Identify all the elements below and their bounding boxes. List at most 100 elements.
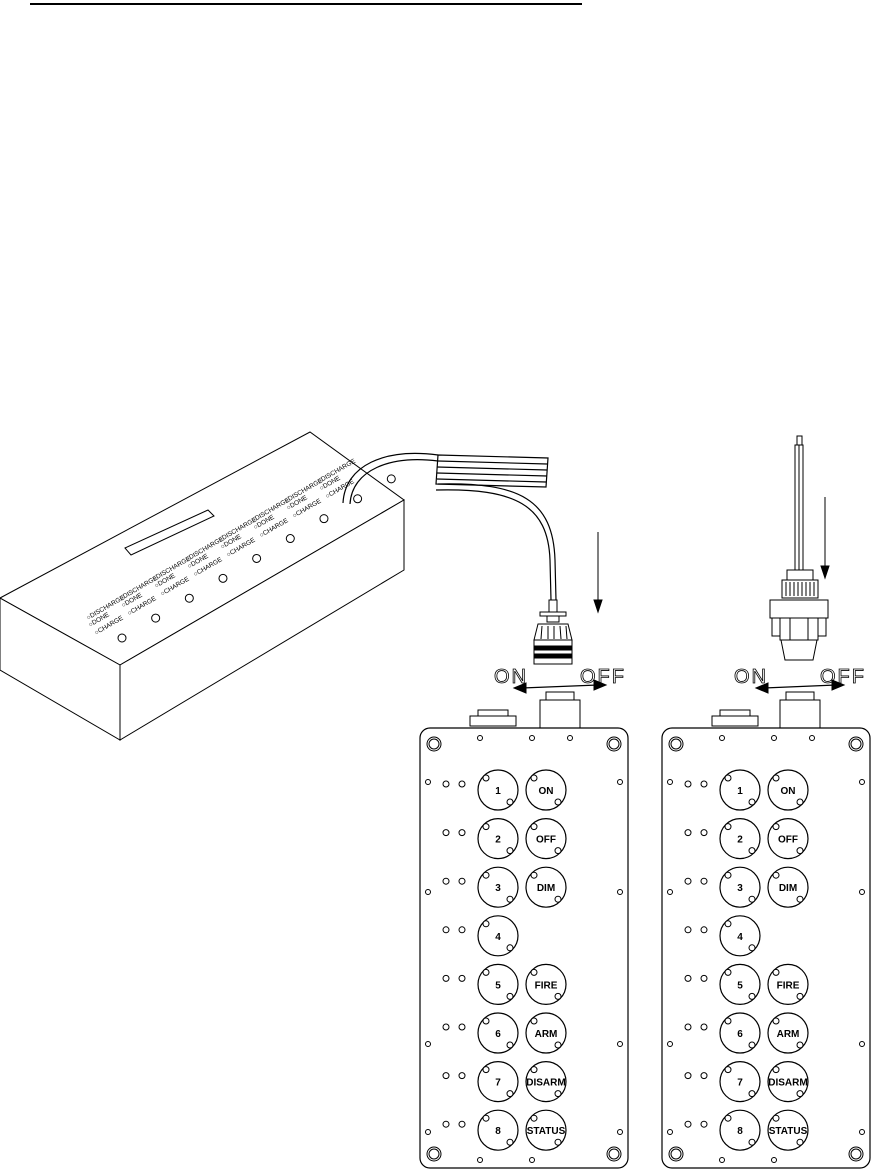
channel-button-1[interactable]: 1 (477, 769, 519, 811)
channel-button-label: 6 (737, 1029, 743, 1040)
button-screw (724, 1114, 732, 1122)
console-indicator-hole (386, 474, 396, 484)
button-screw (724, 968, 732, 976)
switch-arrow-left (512, 679, 608, 694)
channel-button-label: 5 (495, 980, 501, 991)
channel-button-label: 3 (737, 883, 743, 894)
function-button-off[interactable]: OFF (767, 817, 809, 860)
mount-hole (859, 1041, 865, 1047)
function-button-label: ON (539, 786, 554, 797)
channel-button-6[interactable]: 6 (719, 1012, 761, 1054)
channel-button-5[interactable]: 5 (477, 963, 519, 1006)
console-indicator-hole (285, 534, 295, 544)
console-indicators (117, 474, 396, 643)
function-button-label: DIM (779, 883, 797, 894)
function-button-dim[interactable]: DIM (767, 866, 809, 908)
button-screw (482, 871, 490, 879)
indicator-led (700, 829, 708, 837)
button-screw (724, 871, 732, 879)
console-indicator-hole (319, 514, 329, 524)
indicator-led (442, 926, 450, 934)
channel-button-3[interactable]: 3 (719, 866, 761, 908)
function-button-label: ON (781, 786, 796, 797)
corner-screw-inner (850, 1148, 862, 1160)
channel-button-2[interactable]: 2 (719, 817, 761, 860)
channel-button-6[interactable]: 6 (477, 1012, 519, 1054)
channel-button-label: 7 (495, 1078, 501, 1089)
corner-screw-inner (608, 738, 620, 750)
channel-button-4[interactable]: 4 (719, 915, 761, 957)
mount-hole (529, 1157, 535, 1163)
button-screw (554, 895, 562, 903)
function-button-label: FIRE (535, 980, 558, 991)
button-screw (724, 1017, 732, 1025)
indicator-led (700, 1072, 708, 1080)
function-button-status[interactable]: STATUS (525, 1109, 567, 1151)
mount-hole (667, 1041, 673, 1047)
channel-button-7[interactable]: 7 (477, 1060, 519, 1103)
function-button-on[interactable]: ON (767, 769, 809, 811)
indicator-led (442, 974, 450, 982)
indicator-led (442, 829, 450, 837)
button-screw (724, 920, 732, 928)
insert-direction-arrow-right (820, 497, 830, 580)
function-button-fire[interactable]: FIRE (525, 963, 567, 1006)
mount-hole (771, 735, 777, 741)
function-button-disarm[interactable]: DISARM (525, 1060, 567, 1103)
indicator-led (458, 926, 466, 934)
button-screw (554, 798, 562, 806)
channel-button-label: 2 (495, 835, 501, 846)
channel-button-4[interactable]: 4 (477, 915, 519, 957)
button-screw (530, 774, 538, 782)
corner-screw-inner (608, 1148, 620, 1160)
button-screw (554, 847, 562, 855)
console-indicator-hole (353, 494, 363, 504)
mount-hole (617, 1041, 623, 1047)
mount-hole (529, 735, 535, 741)
button-screw (506, 1090, 514, 1098)
channel-button-label: 1 (495, 786, 501, 797)
button-screw (796, 1138, 804, 1146)
channel-button-7[interactable]: 7 (719, 1060, 761, 1103)
indicator-led (442, 1023, 450, 1031)
mount-hole (719, 1157, 725, 1163)
button-screw (748, 992, 756, 1000)
handset-top-hardware (469, 691, 821, 731)
mount-hole (667, 1129, 673, 1135)
function-button-dim[interactable]: DIM (525, 866, 567, 908)
channel-button-8[interactable]: 8 (477, 1109, 519, 1151)
function-button-disarm[interactable]: DISARM (767, 1060, 809, 1103)
channel-button-1[interactable]: 1 (719, 769, 761, 811)
function-button-arm[interactable]: ARM (767, 1012, 809, 1054)
indicator-led (684, 829, 692, 837)
function-button-off[interactable]: OFF (525, 817, 567, 860)
channel-button-label: 6 (495, 1029, 501, 1040)
function-button-status[interactable]: STATUS (767, 1109, 809, 1151)
channel-button-5[interactable]: 5 (719, 963, 761, 1006)
button-screw (796, 798, 804, 806)
function-button-label: STATUS (769, 1126, 808, 1137)
console-indicator-hole (218, 573, 228, 583)
function-button-arm[interactable]: ARM (525, 1012, 567, 1054)
button-screw (506, 1041, 514, 1049)
function-button-label: OFF (536, 835, 556, 846)
channel-button-label: 5 (737, 980, 743, 991)
button-screw (748, 1138, 756, 1146)
button-screw (772, 1017, 780, 1025)
mount-hole (667, 889, 673, 895)
insert-direction-arrow (593, 532, 603, 614)
channel-button-8[interactable]: 8 (719, 1109, 761, 1151)
button-screw (554, 1090, 562, 1098)
channel-button-2[interactable]: 2 (477, 817, 519, 860)
mount-hole (809, 735, 815, 741)
button-screw (724, 1066, 732, 1074)
function-button-fire[interactable]: FIRE (767, 963, 809, 1006)
function-button-on[interactable]: ON (525, 769, 567, 811)
indicator-led (458, 1023, 466, 1031)
multi-pin-connector (533, 599, 573, 665)
channel-button-3[interactable]: 3 (477, 866, 519, 908)
mount-hole (617, 1129, 623, 1135)
